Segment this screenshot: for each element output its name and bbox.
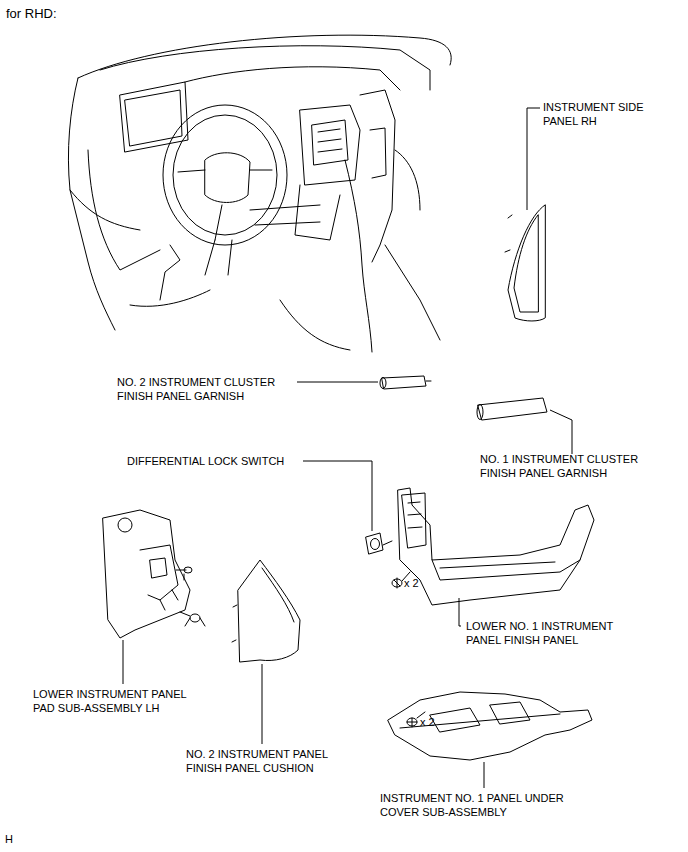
center-console-side — [345, 160, 372, 352]
part-name: NO. 2 INSTRUMENT PANEL FINISH PANEL CUSH… — [186, 747, 351, 775]
part-name: NO. 1 INSTRUMENT CLUSTER FINISH PANEL GA… — [480, 452, 665, 480]
leader-line — [527, 108, 540, 210]
part-name: INSTRUMENT NO. 1 PANEL UNDER COVER SUB-A… — [380, 791, 592, 819]
cover-ridge — [400, 714, 560, 728]
part-name: INSTRUMENT SIDE PANEL RH — [543, 100, 663, 128]
cover-recess — [490, 702, 530, 724]
steering-spokes — [178, 170, 272, 240]
display-panel — [120, 82, 188, 152]
garnish-end — [477, 405, 483, 420]
figure-code: H — [5, 832, 13, 846]
console-switches — [370, 128, 386, 178]
center-vent — [312, 120, 348, 165]
side-panel-inner — [514, 215, 538, 312]
lower-left-detail — [160, 245, 180, 300]
switch-knob — [371, 539, 380, 550]
lower-center — [295, 185, 340, 240]
switch-openings — [402, 493, 426, 548]
lower-pad-lh — [103, 510, 190, 638]
part-name: LOWER INSTRUMENT PANEL PAD SUB-ASSEMBLY … — [33, 687, 201, 715]
side-panel-clips — [505, 215, 512, 252]
clip-legs — [185, 618, 205, 626]
bracket-hole — [150, 558, 167, 578]
garnish-no2 — [382, 376, 426, 389]
cover-recess — [430, 708, 480, 732]
leader-line — [297, 382, 378, 383]
center-console-edge — [360, 90, 395, 262]
lower-finish-panel — [398, 488, 594, 605]
panel-lower-edge — [432, 560, 580, 580]
bolt-cross — [407, 718, 417, 727]
cushion-edge — [262, 568, 294, 622]
vent-louvers — [318, 129, 342, 152]
screw-shank — [184, 574, 185, 580]
under-cover — [388, 692, 592, 760]
steering-hub — [205, 153, 250, 203]
leader-line — [459, 598, 461, 626]
garnish-end — [380, 378, 386, 389]
diff-lock-switch — [366, 533, 383, 554]
screw-head — [184, 567, 192, 573]
leader-line — [484, 762, 485, 788]
pad-opening — [118, 518, 132, 532]
center-panel — [300, 105, 360, 185]
part-name: LOWER NO. 1 INSTRUMENT PANEL FINISH PANE… — [466, 619, 631, 647]
steering-wheel-inner — [173, 115, 277, 235]
knee-line — [130, 290, 210, 306]
part-name: DIFFERENTIAL LOCK SWITCH — [127, 454, 284, 468]
clip-dashline — [180, 612, 190, 616]
finish-panel-cushion — [238, 560, 300, 662]
leader-line — [550, 410, 572, 454]
display-screen — [125, 90, 182, 146]
steering-column — [205, 240, 232, 275]
leader-line — [303, 461, 372, 531]
dashboard-outline — [68, 78, 115, 330]
dashboard-edge — [185, 67, 400, 90]
cushion-clips — [232, 605, 237, 642]
lower-trim-lines — [250, 205, 320, 225]
dashboard-top — [100, 46, 430, 90]
connector-dash — [383, 541, 392, 545]
leader-line — [123, 640, 124, 684]
quantity-note: x 2 — [404, 576, 419, 590]
bolt-head — [407, 718, 417, 726]
garnish-pin — [426, 381, 431, 382]
pad-bracket — [140, 545, 178, 600]
console-trim — [385, 245, 440, 340]
bolt-head — [392, 579, 402, 587]
panel-slot — [440, 562, 555, 568]
dashboard-lower-left — [88, 150, 160, 270]
opening-lines — [408, 502, 422, 528]
heading: for RHD: — [6, 6, 57, 22]
side-panel-rh — [508, 205, 545, 321]
garnish-no1 — [478, 398, 547, 420]
part-name: NO. 2 INSTRUMENT CLUSTER FINISH PANEL GA… — [117, 375, 302, 403]
leader-line — [262, 664, 263, 744]
dashboard-outline — [78, 35, 451, 78]
clip — [190, 614, 200, 622]
dashboard-fold — [70, 190, 140, 230]
side-edge — [395, 150, 420, 210]
quantity-note: x 2 — [420, 715, 435, 729]
bracket-tabs — [160, 590, 178, 610]
floor-line — [280, 300, 350, 350]
